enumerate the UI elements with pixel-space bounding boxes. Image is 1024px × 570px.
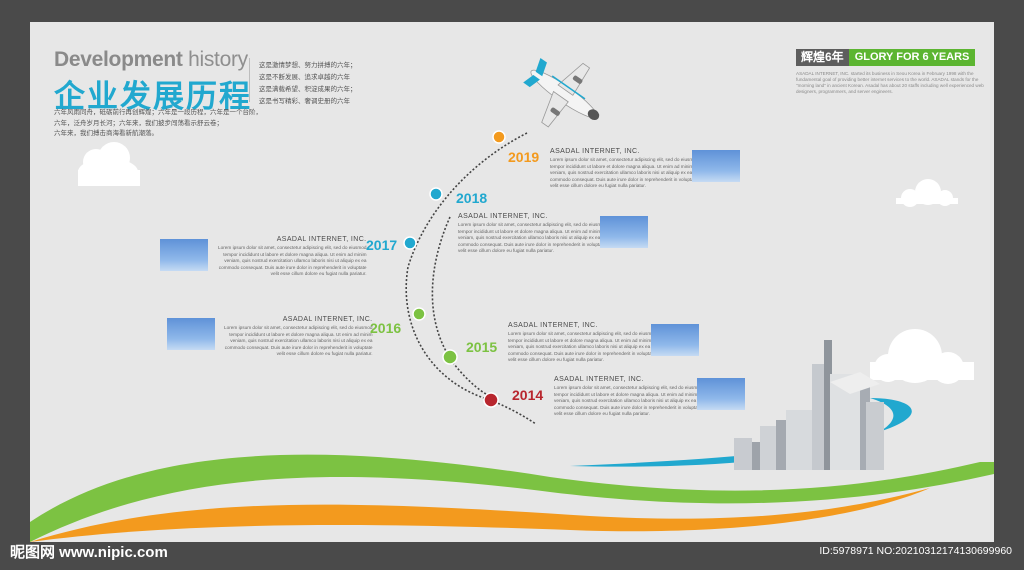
entry-company: ASADAL INTERNET, INC. [282, 316, 373, 323]
building-photo [167, 318, 215, 350]
title-english-light: history [182, 48, 248, 71]
decor-layer [30, 57, 994, 542]
year-label-2015: 2015 [466, 339, 498, 355]
id-watermark: ID:5978971 NO:20210312174130699960 [819, 545, 1012, 557]
title-chinese: 企业发展历程 [54, 79, 252, 114]
intro-line: 六年风雨同舟，砥砺前行再创辉煌；六年是一段历程，六年是一个台阶， [54, 109, 262, 116]
building-photo [692, 150, 740, 182]
timeline-entry-2016: ASADAL INTERNET, INC. Lorem ipsum dolor … [224, 316, 373, 358]
entry-body: Lorem ipsum dolor sit amet, consectetur … [458, 222, 607, 254]
year-label-2017: 2017 [366, 237, 398, 253]
cloud-right-top [896, 179, 958, 207]
marker-2018 [429, 187, 443, 201]
timeline-entry-2019: ASADAL INTERNET, INC. Lorem ipsum dolor … [550, 148, 699, 190]
green-ribbon [30, 454, 994, 542]
marker-2014 [483, 392, 499, 408]
building-photo [697, 378, 745, 410]
building-photo [160, 239, 208, 271]
marker-2015 [442, 349, 458, 365]
airplane-icon [523, 57, 600, 128]
timeline-entry-2015: ASADAL INTERNET, INC. Lorem ipsum dolor … [508, 322, 657, 364]
building-photo [651, 324, 699, 356]
timeline-entry-2014: ASADAL INTERNET, INC. Lorem ipsum dolor … [554, 376, 703, 418]
cloud-left [78, 142, 140, 186]
entry-body: Lorem ipsum dolor sit amet, consectetur … [224, 325, 373, 357]
entry-company: ASADAL INTERNET, INC. [276, 236, 367, 243]
intro-line: 六年，泛舟岁月长河；六年来，我们披步闯荡看示舒云卷； [54, 119, 223, 127]
badge-english: GLORY FOR 6 YEARS [848, 49, 976, 66]
year-label-2018: 2018 [456, 190, 488, 206]
slogan-line: 这是满载希望、积淀成果的六年； [259, 86, 357, 93]
marker-2016 [412, 307, 426, 321]
flight-path-outer [405, 132, 537, 425]
title-english-bold: Development [54, 48, 183, 71]
entry-body: Lorem ipsum dolor sit amet, consectetur … [550, 157, 699, 189]
building-photo [600, 216, 648, 248]
title-english: Development history [54, 48, 248, 72]
year-label-2014: 2014 [512, 387, 544, 403]
marker-2019 [492, 130, 506, 144]
company-about: ASADAL INTERNET, INC. started its busine… [796, 71, 984, 94]
year-label-2016: 2016 [370, 320, 402, 336]
entry-body: Lorem ipsum dolor sit amet, consectetur … [218, 245, 367, 277]
timeline-entry-2017: ASADAL INTERNET, INC. Lorem ipsum dolor … [218, 236, 367, 278]
intro-block: 六年风雨同舟，砥砺前行再创辉煌；六年是一段历程，六年是一个台阶， 六年，泛舟岁月… [54, 108, 262, 140]
orange-ribbon [30, 488, 930, 542]
city-skyline [734, 340, 884, 470]
entry-company: ASADAL INTERNET, INC. [554, 376, 644, 383]
intro-line: 六年来，我们搏击商海看新航潮落。 [54, 130, 158, 137]
site-watermark: 昵图网 www.nipic.com [10, 544, 168, 561]
entry-company: ASADAL INTERNET, INC. [458, 213, 548, 220]
slogan-block: 这是激情梦想、努力拼搏的六年； 这是不断发展、追求卓越的六年 这是满载希望、积淀… [259, 60, 357, 108]
year-label-2019: 2019 [508, 149, 540, 165]
entry-company: ASADAL INTERNET, INC. [508, 322, 598, 329]
title-divider [249, 58, 250, 102]
badge-chinese: 辉煌6年 [796, 49, 849, 66]
slogan-line: 这是激情梦想、努力拼搏的六年； [259, 62, 357, 69]
poster-board: Development history 企业发展历程 这是激情梦想、努力拼搏的六… [30, 22, 994, 542]
slogan-line: 这是书写精彩、奢调史册的六年 [259, 98, 350, 105]
entry-body: Lorem ipsum dolor sit amet, consectetur … [554, 385, 703, 417]
timeline-entry-2018: ASADAL INTERNET, INC. Lorem ipsum dolor … [458, 213, 607, 255]
glory-badge: 辉煌6年 GLORY FOR 6 YEARS [796, 49, 976, 66]
entry-body: Lorem ipsum dolor sit amet, consectetur … [508, 331, 657, 363]
entry-company: ASADAL INTERNET, INC. [550, 148, 640, 155]
marker-2017 [403, 236, 417, 250]
slogan-line: 这是不断发展、追求卓越的六年 [259, 74, 350, 81]
cloud-right-bottom [870, 329, 974, 384]
